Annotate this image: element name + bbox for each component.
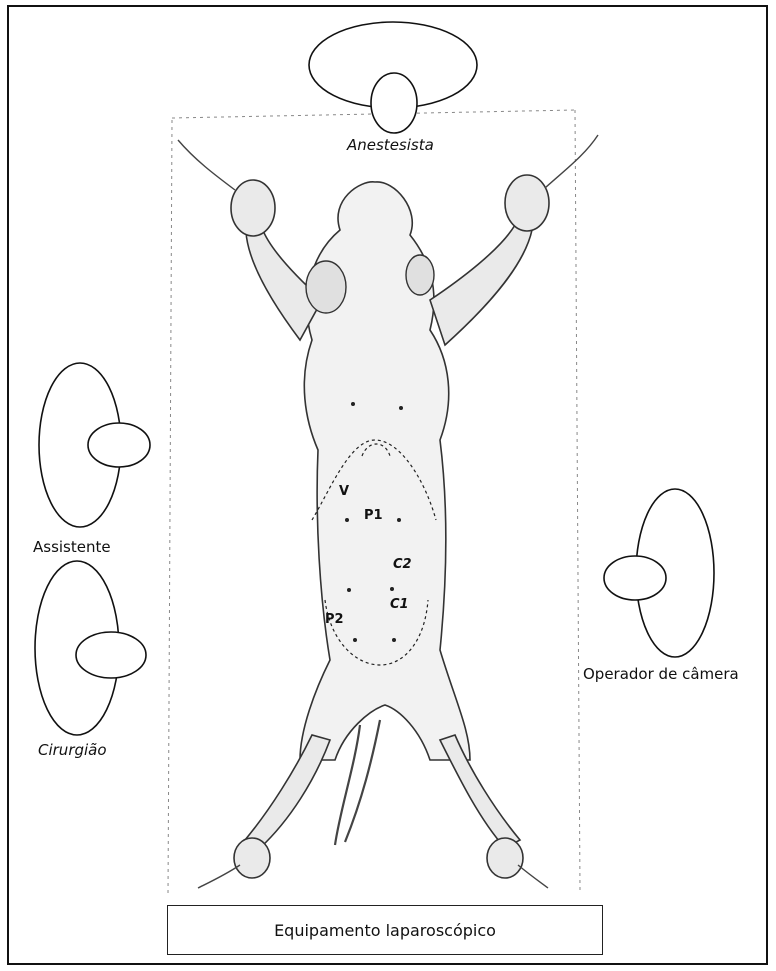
camera-operator-label: Operador de câmera	[583, 665, 739, 683]
port-label-p2: P2	[325, 612, 344, 627]
laparoscopic-equipment-box: Equipamento laparoscópico	[167, 905, 603, 955]
surgeon-label: Cirurgião	[38, 741, 107, 759]
port-label-p1: P1	[364, 508, 383, 523]
surgeon-figure	[35, 561, 146, 735]
assistant-label: Assistente	[33, 538, 111, 556]
port-label-c1: C1	[390, 597, 409, 612]
anesthetist-label: Anestesista	[347, 136, 434, 154]
port-label-c2: C2	[393, 557, 412, 572]
assistant-figure	[39, 363, 150, 527]
camera-operator-figure	[604, 489, 714, 657]
anesthetist-figure	[309, 22, 477, 133]
laparoscopic-equipment-label: Equipamento laparoscópico	[274, 921, 496, 940]
port-label-v: V	[339, 484, 349, 499]
